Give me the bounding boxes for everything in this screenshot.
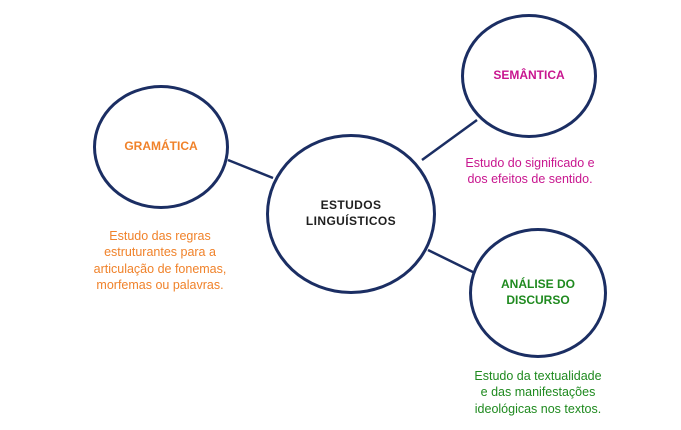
semantica-desc-line: dos efeitos de sentido.: [467, 172, 593, 187]
discurso-description: Estudo da textualidade e das manifestaçõ…: [438, 368, 638, 417]
center-label-line2: LINGUÍSTICOS: [305, 214, 397, 228]
semantica-title: SEMÂNTICA: [493, 68, 565, 83]
connector-semantica: [421, 118, 478, 162]
discurso-desc-line: ideológicas nos textos.: [474, 401, 602, 416]
center-node-label: ESTUDOS LINGUÍSTICOS: [306, 198, 396, 229]
node-gramatica: GRAMÁTICA: [93, 85, 229, 209]
node-analise-do-discurso: ANÁLISE DO DISCURSO: [469, 228, 607, 358]
connector-gramatica: [227, 158, 274, 180]
discurso-desc-line: e das manifestações: [480, 385, 596, 400]
gramatica-description: Estudo das regras estruturantes para a a…: [60, 228, 260, 293]
discurso-title-line2: DISCURSO: [506, 293, 570, 307]
gramatica-desc-line: morfemas ou palavras.: [96, 277, 224, 292]
gramatica-title: GRAMÁTICA: [124, 139, 198, 154]
center-label-line1: ESTUDOS: [320, 198, 382, 213]
semantica-description: Estudo do significado e dos efeitos de s…: [430, 155, 630, 188]
discurso-desc-line: Estudo da textualidade: [474, 369, 602, 383]
node-semantica: SEMÂNTICA: [461, 14, 597, 138]
discurso-title-line1: ANÁLISE DO: [500, 277, 575, 292]
discurso-title: ANÁLISE DO DISCURSO: [501, 277, 575, 308]
center-node-estudos-linguisticos: ESTUDOS LINGUÍSTICOS: [266, 134, 436, 294]
gramatica-desc-line: estruturantes para a: [104, 245, 216, 260]
semantica-desc-line: Estudo do significado e: [465, 156, 595, 170]
gramatica-desc-line: articulação de fonemas,: [93, 261, 227, 276]
gramatica-desc-line: Estudo das regras: [109, 229, 211, 243]
